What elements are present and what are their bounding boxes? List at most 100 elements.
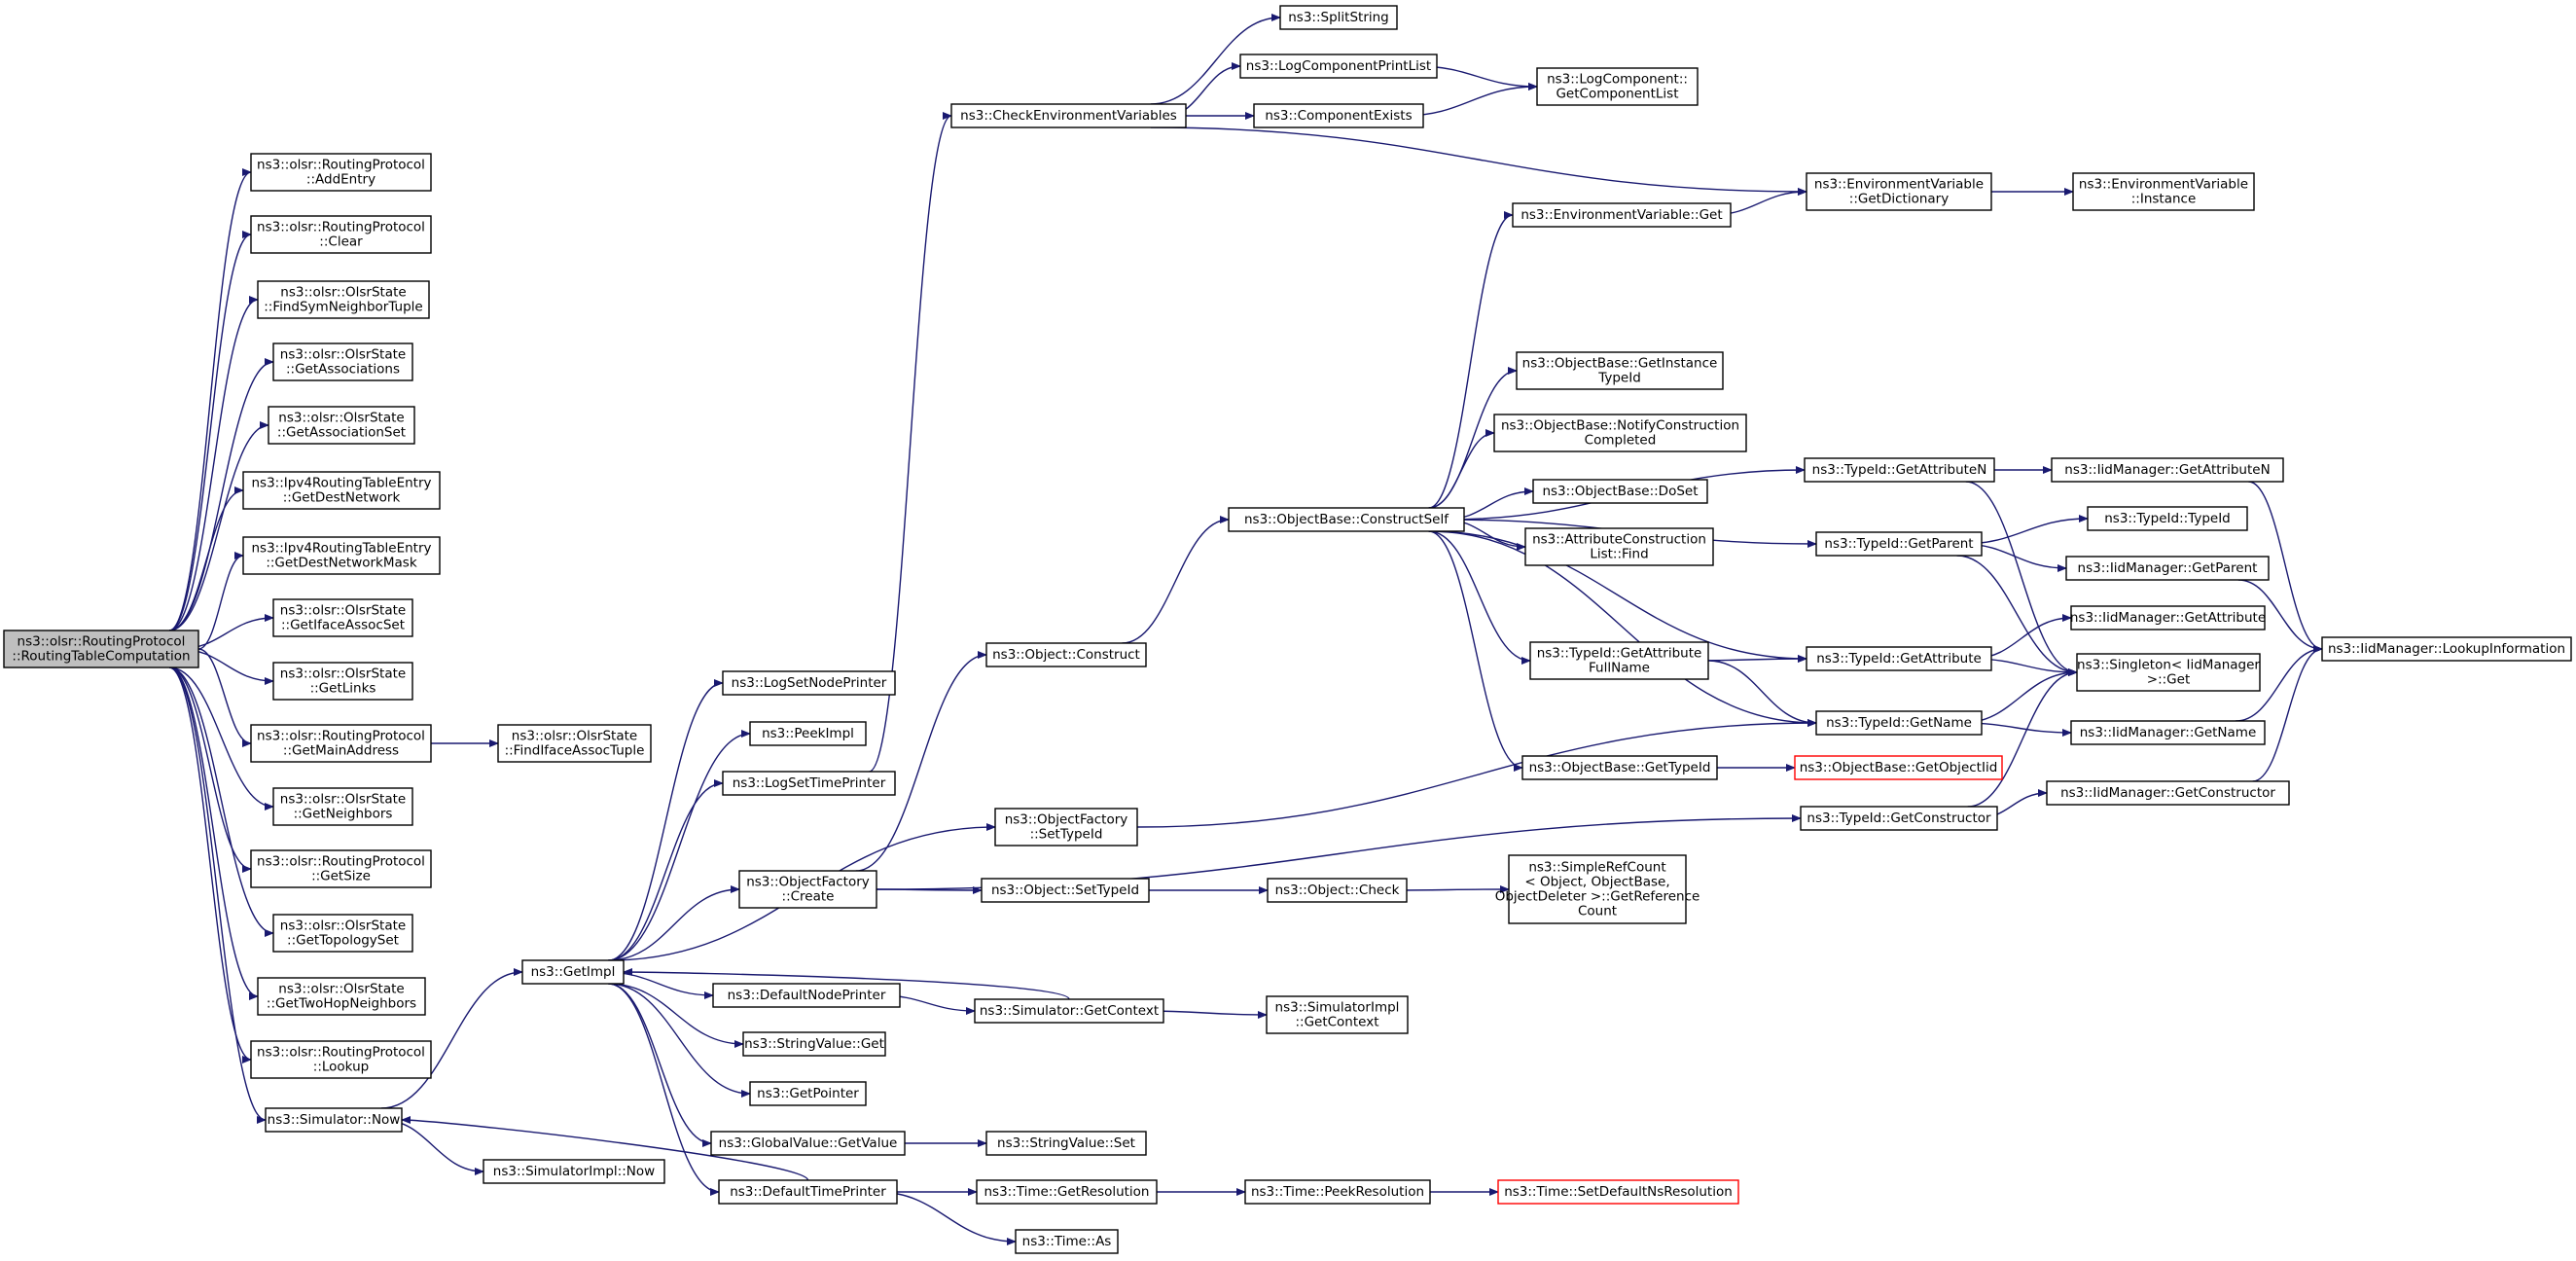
node-box xyxy=(521,959,625,985)
node-get-size[interactable]: ns3::olsr::RoutingProtocol::GetSize xyxy=(250,849,432,888)
node-iface-assoc[interactable]: ns3::olsr::OlsrState::GetIfaceAssocSet xyxy=(272,598,413,637)
node-def-time[interactable]: ns3::DefaultTimePrinter xyxy=(718,1179,898,1205)
node-ob-get-object-iid[interactable]: ns3::ObjectBase::GetObjectIid xyxy=(1794,755,2003,780)
node-time-as[interactable]: ns3::Time::As xyxy=(1015,1229,1119,1254)
node-label: ::GetAssociations xyxy=(286,362,400,378)
node-iid-get-name[interactable]: ns3::IidManager::GetName xyxy=(2070,720,2266,745)
node-label: ObjectDeleter >::GetReference xyxy=(1495,889,1700,905)
node-two-hop[interactable]: ns3::olsr::OlsrState::GetTwoHopNeighbors xyxy=(257,977,426,1016)
node-log-comp-print[interactable]: ns3::LogComponentPrintList xyxy=(1239,54,1438,79)
node-dest-net[interactable]: ns3::Ipv4RoutingTableEntry::GetDestNetwo… xyxy=(242,471,441,510)
node-label: ns3::SimulatorImpl::Now xyxy=(493,1164,655,1179)
node-iid-get-parent[interactable]: ns3::IidManager::GetParent xyxy=(2065,556,2270,581)
node-box xyxy=(2046,780,2290,806)
node-topo[interactable]: ns3::olsr::OlsrState::GetTopologySet xyxy=(272,914,413,953)
node-obj-construct[interactable]: ns3::Object::Construct xyxy=(985,642,1147,667)
node-do-set[interactable]: ns3::ObjectBase::DoSet xyxy=(1532,479,1708,504)
node-box xyxy=(1806,172,1992,211)
node-ob-get-type-id[interactable]: ns3::ObjectBase::GetTypeId xyxy=(1521,755,1718,780)
node-find-iface[interactable]: ns3::olsr::OlsrState::FindIfaceAssocTupl… xyxy=(497,724,652,763)
node-get-pointer[interactable]: ns3::GetPointer xyxy=(749,1081,867,1106)
node-label: ns3::StringValue::Set xyxy=(997,1135,1135,1151)
node-obj-set-type-id[interactable]: ns3::Object::SetTypeId xyxy=(981,878,1150,903)
node-label: ns3::StringValue::Get xyxy=(744,1036,884,1052)
node-clear[interactable]: ns3::olsr::RoutingProtocol::Clear xyxy=(250,215,432,254)
node-tid-type-id[interactable]: ns3::TypeId::TypeId xyxy=(2087,506,2248,531)
node-log-comp-get-list[interactable]: ns3::LogComponent::GetComponentList xyxy=(1536,67,1699,106)
node-lookup[interactable]: ns3::olsr::RoutingProtocol::Lookup xyxy=(250,1040,432,1079)
node-sim-impl-now[interactable]: ns3::SimulatorImpl::Now xyxy=(483,1159,665,1184)
node-env-get[interactable]: ns3::EnvironmentVariable::Get xyxy=(1512,202,1732,228)
node-iid-get-attr[interactable]: ns3::IidManager::GetAttribute xyxy=(2070,605,2266,630)
node-construct-self[interactable]: ns3::ObjectBase::ConstructSelf xyxy=(1228,507,1465,532)
edge-root-to-main-addr xyxy=(197,648,252,747)
node-gv-get-value[interactable]: ns3::GlobalValue::GetValue xyxy=(710,1131,906,1156)
node-time-peek-res[interactable]: ns3::Time::PeekResolution xyxy=(1244,1179,1431,1205)
node-comp-exists[interactable]: ns3::ComponentExists xyxy=(1253,103,1424,128)
node-log-set-time[interactable]: ns3::LogSetTimePrinter xyxy=(722,771,896,796)
node-root[interactable]: ns3::olsr::RoutingProtocol::RoutingTable… xyxy=(3,630,199,668)
node-peek-impl[interactable]: ns3::PeekImpl xyxy=(749,721,867,746)
node-neighbors[interactable]: ns3::olsr::OlsrState::GetNeighbors xyxy=(272,787,413,826)
node-tid-get-attr[interactable]: ns3::TypeId::GetAttribute xyxy=(1806,646,1992,671)
node-sim-impl-get-ctx[interactable]: ns3::SimulatorImpl::GetContext xyxy=(1266,995,1409,1034)
node-get-assoc[interactable]: ns3::olsr::OlsrState::GetAssociations xyxy=(272,342,413,381)
node-label: ns3::olsr::RoutingProtocol xyxy=(257,854,425,870)
node-label: < Object, ObjectBase, xyxy=(1524,875,1669,890)
node-time-get-res[interactable]: ns3::Time::GetResolution xyxy=(976,1179,1158,1205)
node-tid-get-ctor[interactable]: ns3::TypeId::GetConstructor xyxy=(1800,806,1998,831)
node-box xyxy=(981,878,1150,903)
node-of-create[interactable]: ns3::ObjectFactory::Create xyxy=(738,870,877,909)
node-box xyxy=(2051,457,2284,483)
node-of-set-type-id[interactable]: ns3::ObjectFactory::SetTypeId xyxy=(994,808,1138,847)
node-time-set-def[interactable]: ns3::Time::SetDefaultNsResolution xyxy=(1497,1179,1739,1205)
node-singleton-get[interactable]: ns3::Singleton< IidManager>::Get xyxy=(2076,653,2261,692)
node-links[interactable]: ns3::olsr::OlsrState::GetLinks xyxy=(272,662,413,701)
node-label: ::Lookup xyxy=(313,1060,369,1075)
node-iid-get-ctor[interactable]: ns3::IidManager::GetConstructor xyxy=(2046,780,2290,806)
node-get-assoc-set[interactable]: ns3::olsr::OlsrState::GetAssociationSet xyxy=(268,406,415,445)
edges-layer xyxy=(168,14,2323,1245)
node-label: ns3::GetPointer xyxy=(757,1086,859,1101)
node-log-set-node[interactable]: ns3::LogSetNodePrinter xyxy=(722,670,896,696)
node-sv-get[interactable]: ns3::StringValue::Get xyxy=(742,1031,886,1057)
node-label: ns3::ComponentExists xyxy=(1265,108,1412,124)
node-label: ns3::Object::Construct xyxy=(992,647,1140,663)
node-check-env[interactable]: ns3::CheckEnvironmentVariables xyxy=(950,103,1187,128)
node-main-addr[interactable]: ns3::olsr::RoutingProtocol::GetMainAddre… xyxy=(250,724,432,763)
node-env-instance[interactable]: ns3::EnvironmentVariable::Instance xyxy=(2072,172,2255,211)
node-get-impl[interactable]: ns3::GetImpl xyxy=(521,959,625,985)
node-env-get-dict[interactable]: ns3::EnvironmentVariable::GetDictionary xyxy=(1806,172,1992,211)
edge-iid-get-ctor-to-iid-lookup xyxy=(2252,645,2323,782)
node-tid-get-parent[interactable]: ns3::TypeId::GetParent xyxy=(1815,531,1983,557)
node-label: ::AddEntry xyxy=(306,172,376,188)
node-tid-get-name[interactable]: ns3::TypeId::GetName xyxy=(1815,710,1983,736)
node-sim-now[interactable]: ns3::Simulator::Now xyxy=(265,1107,403,1133)
node-iid-lookup[interactable]: ns3::IidManager::LookupInformation xyxy=(2321,636,2572,662)
node-simple-ref[interactable]: ns3::SimpleRefCount< Object, ObjectBase,… xyxy=(1495,854,1700,924)
node-label: ns3::TypeId::TypeId xyxy=(2104,511,2231,526)
node-label: GetComponentList xyxy=(1556,87,1678,102)
node-sim-get-ctx[interactable]: ns3::Simulator::GetContext xyxy=(974,998,1164,1024)
node-notify-const[interactable]: ns3::ObjectBase::NotifyConstructionCompl… xyxy=(1493,414,1747,452)
node-label: ns3::TypeId::GetConstructor xyxy=(1807,811,1991,826)
node-def-node[interactable]: ns3::DefaultNodePrinter xyxy=(712,983,901,1008)
node-obj-check[interactable]: ns3::Object::Check xyxy=(1267,878,1408,903)
node-box xyxy=(1253,103,1424,128)
node-iid-get-attr-n[interactable]: ns3::IidManager::GetAttributeN xyxy=(2051,457,2284,483)
node-box xyxy=(1529,641,1709,680)
node-add-entry[interactable]: ns3::olsr::RoutingProtocol::AddEntry xyxy=(250,153,432,192)
node-label: ::FindSymNeighborTuple xyxy=(264,300,423,315)
node-dest-net-mask[interactable]: ns3::Ipv4RoutingTableEntry::GetDestNetwo… xyxy=(242,536,441,575)
node-find-sym[interactable]: ns3::olsr::OlsrState::FindSymNeighborTup… xyxy=(257,280,430,319)
node-label: TypeId xyxy=(1597,371,1641,386)
edge-root-to-topo xyxy=(168,667,274,937)
node-tid-get-attr-n[interactable]: ns3::TypeId::GetAttributeN xyxy=(1804,457,1995,483)
node-sv-set[interactable]: ns3::StringValue::Set xyxy=(985,1131,1147,1156)
node-box xyxy=(2072,172,2255,211)
node-split[interactable]: ns3::SplitString xyxy=(1279,5,1398,30)
edge-sim-now-to-get-impl xyxy=(380,968,523,1109)
